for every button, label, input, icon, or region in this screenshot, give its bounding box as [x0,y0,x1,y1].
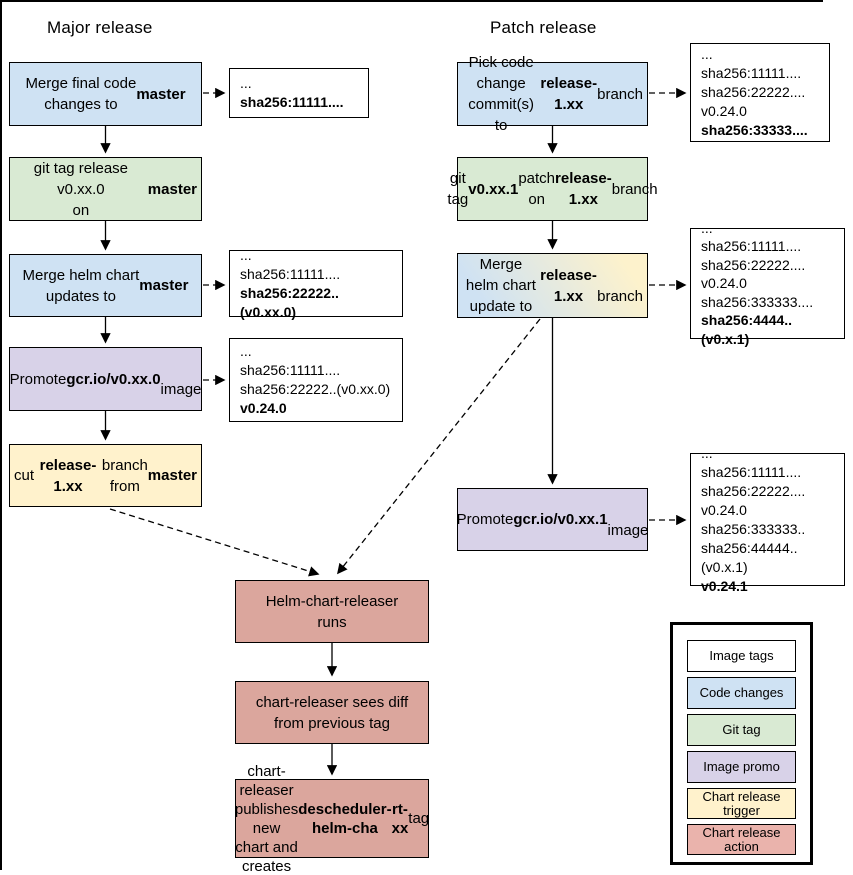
image-tags-box-pick-code: ...sha256:11111....sha256:22222....v0.24… [690,43,830,142]
legend-item: Image promo [687,751,796,783]
legend-item: Chart release action [687,824,796,855]
image-tags-box-promote-major: ...sha256:11111....sha256:22222..(v0.xx.… [229,338,403,422]
legend-item: Code changes [687,677,796,709]
legend-item: Image tags [687,640,796,672]
patch-release-title: Patch release [490,18,597,37]
dashed-trigger-from-cut-branch [109,508,320,577]
major-release-title: Major release [47,18,153,37]
legend-item: Git tag [687,714,796,746]
frame-top-edge [0,0,823,2]
image-tags-box-promote-patch: ...sha256:11111....sha256:22222....v0.24… [690,445,845,594]
frame-left-edge [0,0,2,870]
image-tags-box-merge-final: ...sha256:11111.... [229,68,369,118]
legend-item: Chart release trigger [687,788,796,819]
image-tags-box-helm-patch: ...sha256:11111....sha256:22222....v0.24… [690,220,845,347]
image-tags-box-helm-major: ...sha256:11111....sha256:22222..(v0.xx.… [229,247,403,320]
